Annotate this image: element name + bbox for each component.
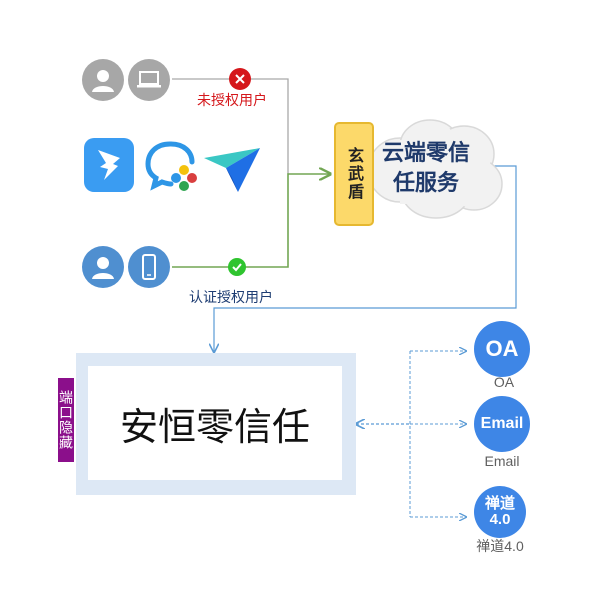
main-box-label: 安恒零信任 [119, 406, 310, 449]
main-box: 安恒零信任 [88, 366, 342, 480]
chandao-label: 禅道4.0 [476, 538, 524, 554]
phone-icon [128, 246, 170, 288]
port-hiding-label: 端口隐藏 [58, 390, 74, 450]
email-label: Email [484, 453, 520, 469]
email-circle-text: Email [480, 414, 524, 432]
oa-label: OA [493, 374, 515, 390]
cloud-to-box-connector [214, 165, 517, 352]
chandao-circle-line2: 4.0 [489, 511, 511, 528]
xuanwu-shield-label: 玄武盾 [345, 147, 364, 201]
enterprise-wechat-icon [144, 138, 204, 196]
cloud-label-line1: 云端零信 [381, 140, 470, 165]
allowed-check-icon [228, 258, 246, 276]
port-hiding-tag: 端口隐藏 [58, 378, 74, 462]
denied-connector [172, 78, 289, 174]
allowed-user-label: 认证授权用户 [189, 289, 273, 305]
email-service-icon[interactable]: Email [474, 396, 530, 452]
cloud-label: 云端零信 任服务 [372, 138, 480, 197]
feishu-icon [202, 142, 262, 194]
chandao-circle-line1: 禅道 [484, 495, 515, 513]
cloud-label-line2: 任服务 [392, 169, 459, 195]
oa-circle-text: OA [485, 336, 519, 362]
cloud-shape [367, 119, 503, 219]
denied-user-label: 未授权用户 [197, 92, 267, 108]
laptop-icon [128, 59, 170, 101]
chandao-service-icon[interactable]: 禅道 4.0 [474, 486, 526, 538]
oa-service-icon[interactable]: OA [474, 321, 530, 377]
xuanwu-shield: 玄武盾 [334, 122, 374, 226]
dingtalk-icon [84, 138, 134, 192]
allowed-user-avatar-icon [82, 246, 124, 288]
denied-x-icon [229, 68, 251, 90]
denied-user-avatar-icon [82, 59, 124, 101]
